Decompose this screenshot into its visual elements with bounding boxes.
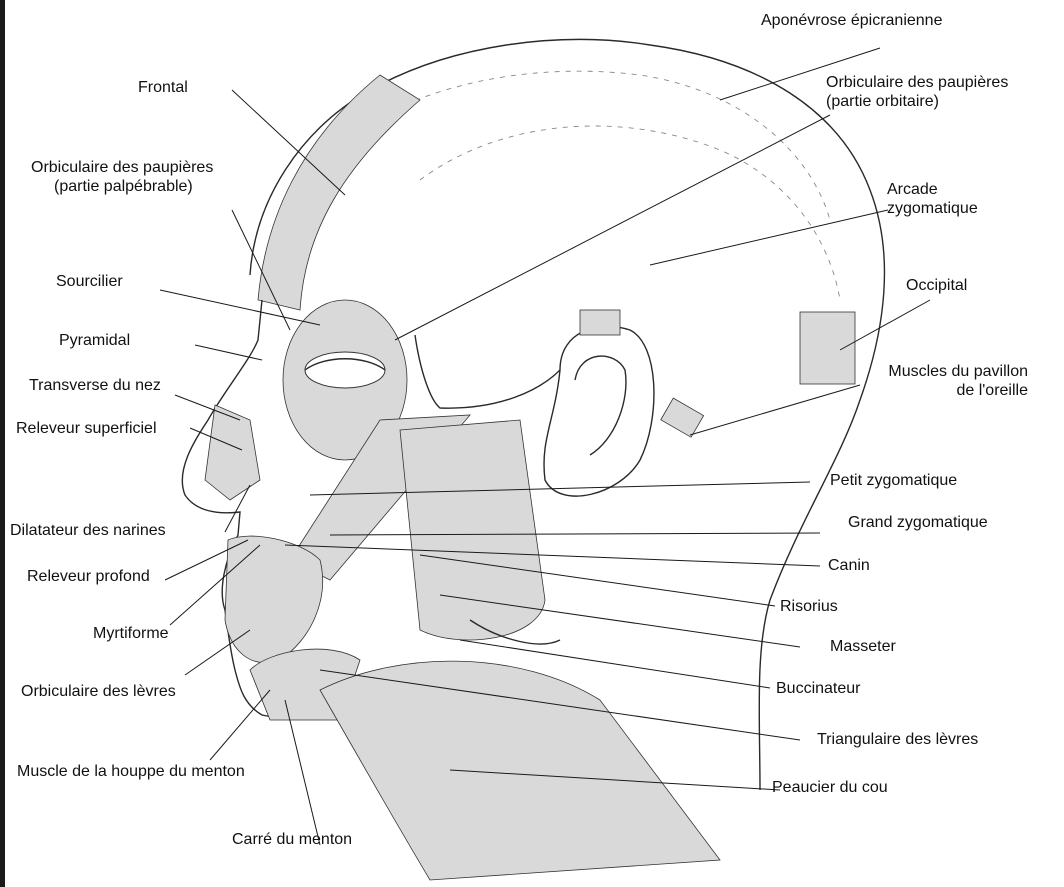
label-frontal: Frontal xyxy=(138,78,188,97)
auricular-muscle-top xyxy=(580,310,620,335)
zygomatic-arch xyxy=(415,335,560,408)
label-masseter: Masseter xyxy=(830,637,896,656)
label-houppe: Muscle de la houppe du menton xyxy=(17,762,245,781)
label-orb-palp-line2: (partie palpébrable) xyxy=(31,177,213,196)
label-orb-orbitaire: Orbiculaire des paupières (partie orbita… xyxy=(826,73,1008,111)
label-dilatateur: Dilatateur des narines xyxy=(10,521,166,540)
label-orb-orbitaire-line1: Orbiculaire des paupières xyxy=(826,73,1008,92)
label-grand-zygomatique: Grand zygomatique xyxy=(848,513,988,532)
label-orb-orbitaire-line2: (partie orbitaire) xyxy=(826,92,1008,111)
frame-edge xyxy=(0,0,5,887)
label-canin: Canin xyxy=(828,556,870,575)
scalp-contour-2 xyxy=(420,126,840,300)
label-petit-zygomatique: Petit zygomatique xyxy=(830,471,957,490)
label-releveur-superficiel: Releveur superficiel xyxy=(16,419,157,438)
label-pavillon-line1: Muscles du pavillon xyxy=(840,362,1028,381)
auricular-muscle-back xyxy=(661,398,704,437)
label-triangulaire: Triangulaire des lèvres xyxy=(817,730,978,749)
label-pavillon: Muscles du pavillon de l'oreille xyxy=(840,362,1028,400)
label-orb-palpebrable: Orbiculaire des paupières (partie palpéb… xyxy=(31,158,213,196)
label-peaucier: Peaucier du cou xyxy=(772,778,888,797)
label-pavillon-line2: de l'oreille xyxy=(840,381,1028,400)
label-orb-palp-line1: Orbiculaire des paupières xyxy=(31,158,213,177)
label-arcade-line1: Arcade xyxy=(887,180,978,199)
ear-inner xyxy=(575,356,626,455)
nose-muscles xyxy=(205,405,260,500)
label-releveur-profond: Releveur profond xyxy=(27,567,150,586)
eye xyxy=(305,352,385,388)
label-aponevrose: Aponévrose épicranienne xyxy=(761,11,942,30)
label-occipital: Occipital xyxy=(906,276,967,295)
neck-platysma xyxy=(320,661,720,880)
lips-muscle xyxy=(225,536,323,663)
label-arcade: Arcade zygomatique xyxy=(887,180,978,218)
label-pyramidal: Pyramidal xyxy=(59,331,130,350)
label-myrtiforme: Myrtiforme xyxy=(93,624,169,643)
label-buccinateur: Buccinateur xyxy=(776,679,861,698)
label-sourcilier: Sourcilier xyxy=(56,272,123,291)
label-risorius: Risorius xyxy=(780,597,838,616)
label-arcade-line2: zygomatique xyxy=(887,199,978,218)
label-orb-levres: Orbiculaire des lèvres xyxy=(21,682,176,701)
label-transverse: Transverse du nez xyxy=(29,376,161,395)
ear xyxy=(544,326,654,496)
label-carre: Carré du menton xyxy=(232,830,352,849)
